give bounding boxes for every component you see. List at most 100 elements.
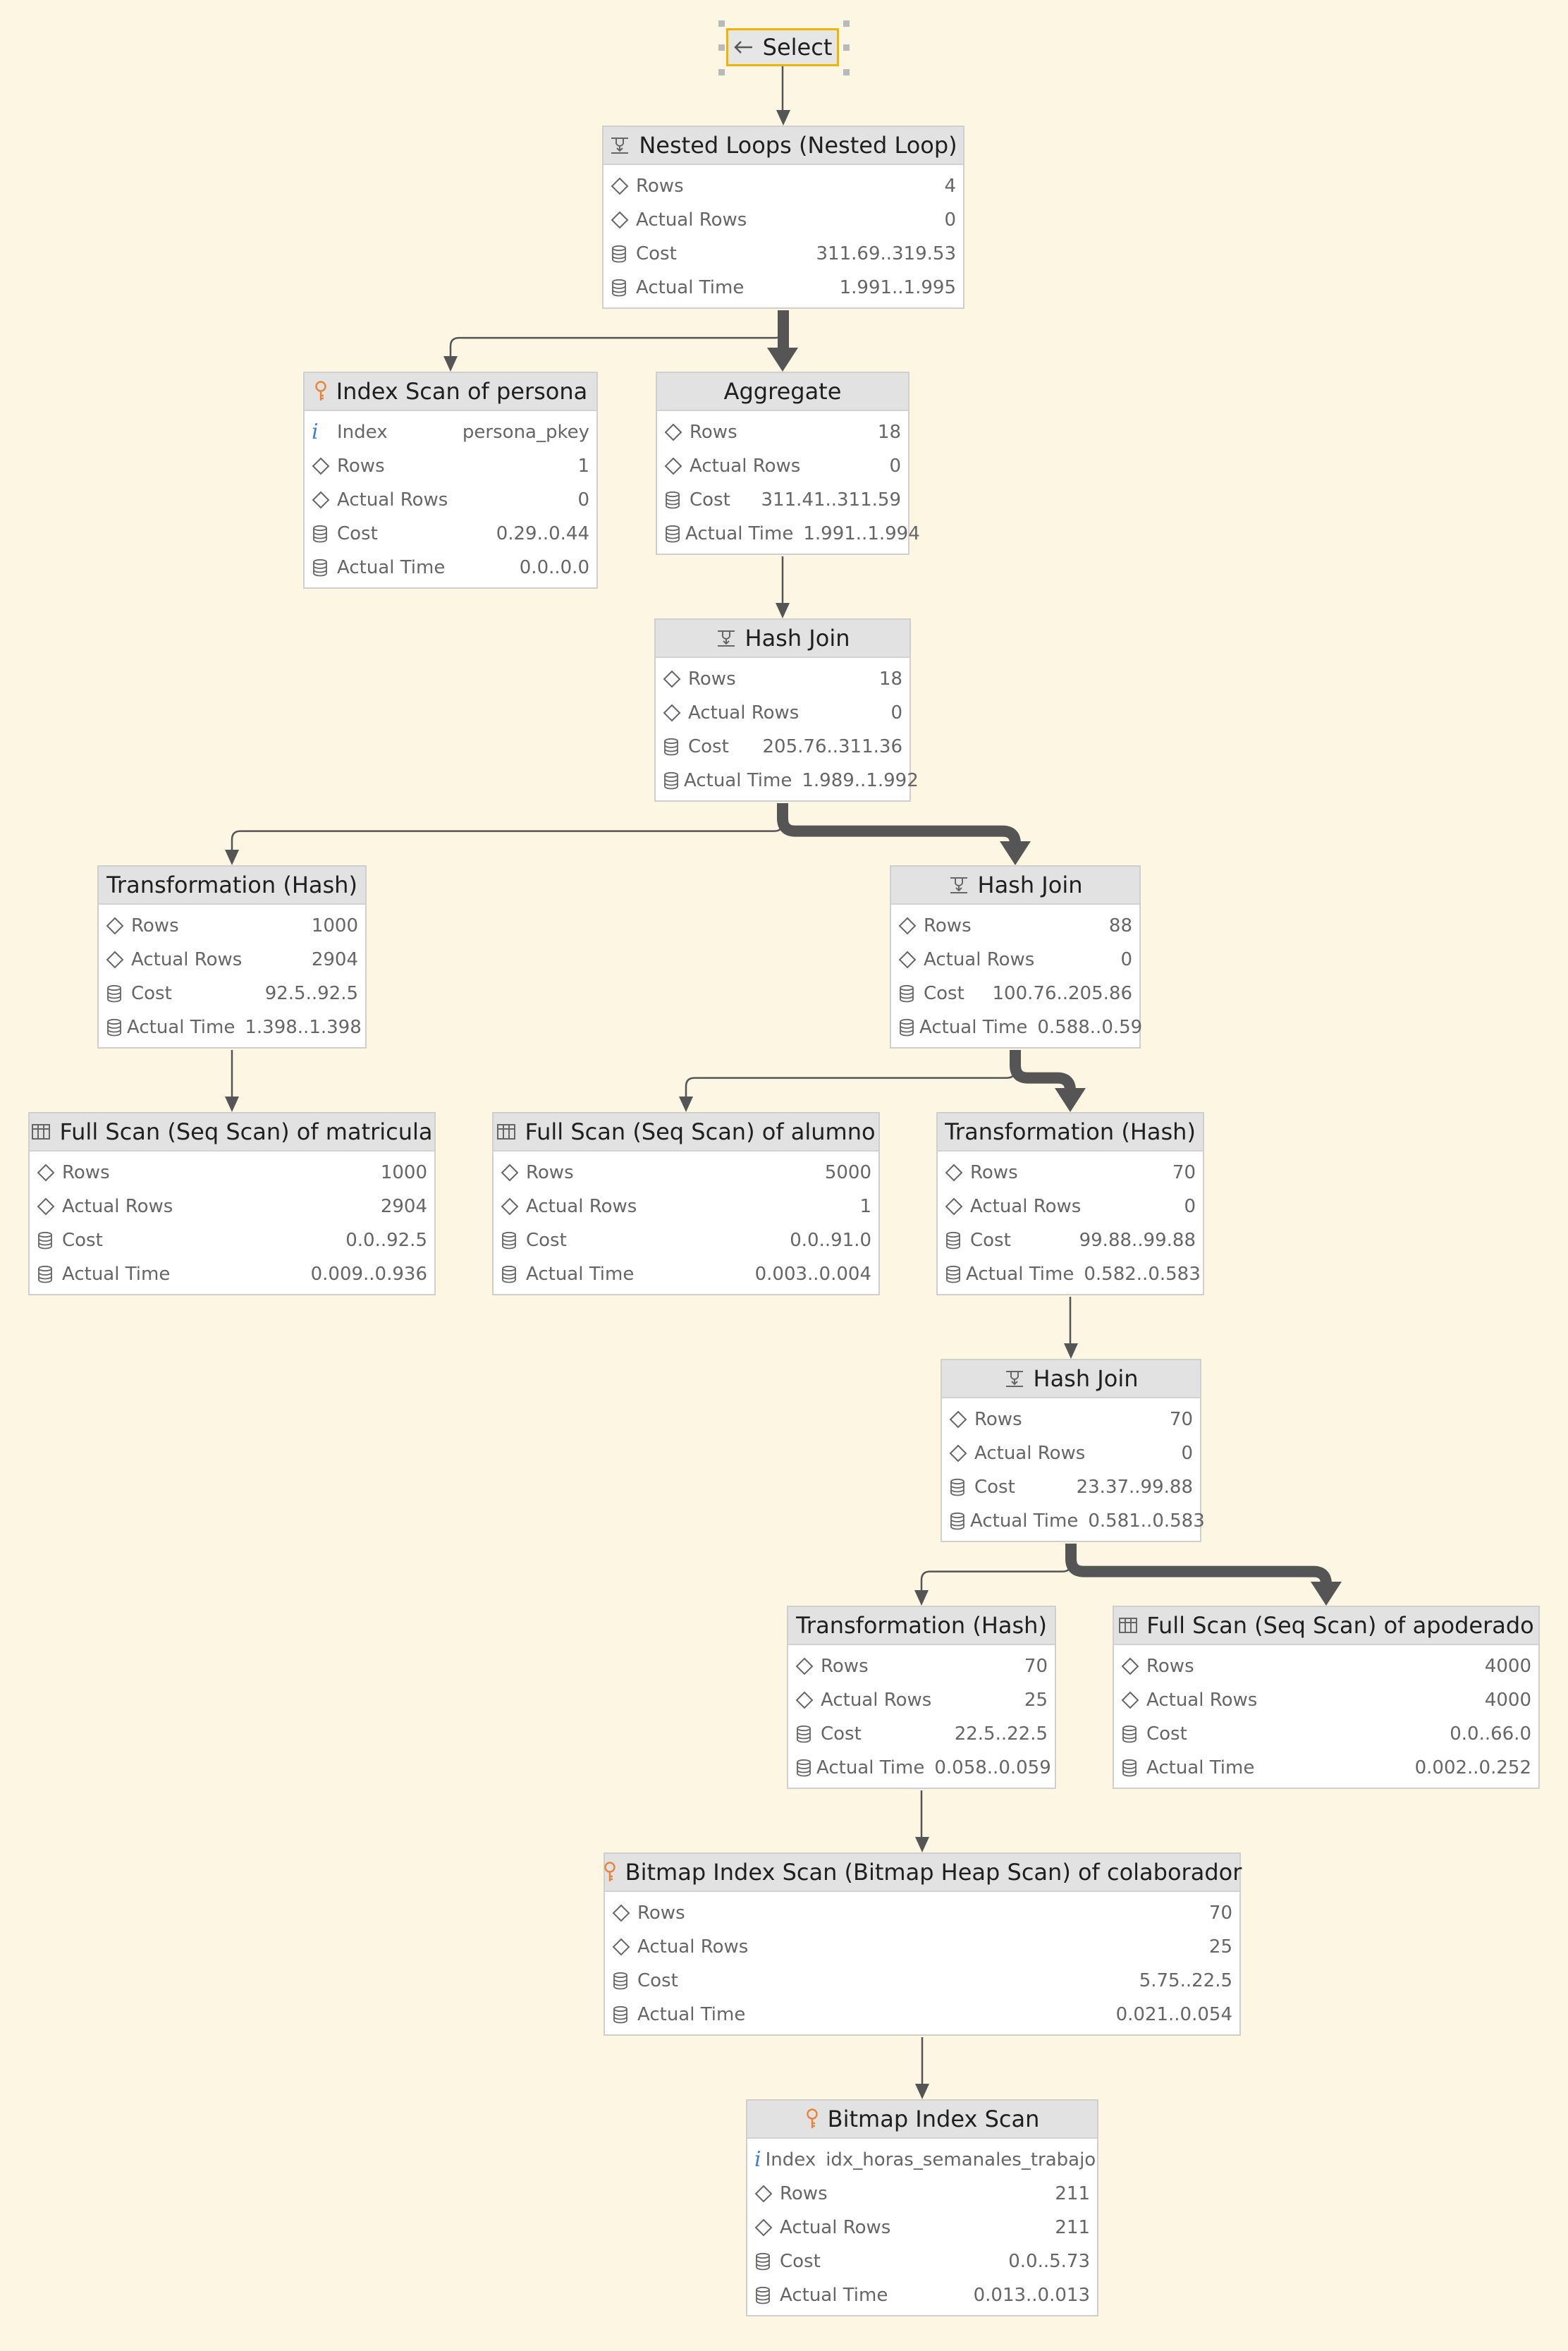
selection-handle[interactable]	[843, 69, 850, 75]
diamond-icon	[898, 951, 919, 969]
database-icon	[949, 1512, 966, 1530]
property-value: 1.989..1.992	[802, 770, 919, 791]
edge-line	[1010, 1050, 1076, 1092]
database-icon	[501, 1265, 522, 1283]
node-title: Hash Join	[745, 625, 850, 652]
property-value: 311.69..319.53	[816, 243, 956, 264]
property-label: Cost	[974, 1477, 1015, 1498]
diamond-icon	[312, 491, 333, 509]
property-value: idx_horas_semanales_trabajo	[826, 2149, 1096, 2170]
property-label: Actual Time	[684, 770, 792, 791]
edge-arrowhead	[767, 348, 798, 372]
property-label: Actual Rows	[690, 456, 801, 477]
diamond-icon	[501, 1197, 522, 1216]
property-value: 0.013..0.013	[973, 2285, 1090, 2306]
edge-arrowhead	[776, 110, 790, 126]
selection-handle[interactable]	[718, 20, 725, 27]
property-label: Cost	[337, 523, 378, 544]
property-value: 18	[878, 668, 902, 690]
property-value: 70	[1172, 1162, 1196, 1183]
property-label: Rows	[636, 176, 684, 197]
selection-handle[interactable]	[843, 20, 850, 27]
property-label: Actual Time	[966, 1264, 1074, 1285]
database-icon	[312, 525, 333, 543]
node-header: Transformation (Hash)	[788, 1607, 1055, 1645]
key-icon	[603, 1861, 617, 1883]
diamond-icon	[1121, 1691, 1142, 1709]
property-value: 0.003..0.004	[754, 1264, 871, 1285]
property-value: 99.88..99.88	[1079, 1230, 1196, 1251]
property-value: 0	[944, 209, 956, 231]
select-node[interactable]: Select	[726, 28, 839, 66]
diamond-icon	[1121, 1657, 1142, 1675]
property-label: Actual Rows	[1146, 1690, 1258, 1711]
property-label: Actual Time	[970, 1510, 1079, 1532]
key-icon	[805, 2108, 819, 2130]
diamond-icon	[612, 1938, 633, 1956]
diamond-icon	[106, 917, 127, 935]
select-label: Select	[762, 34, 833, 61]
property-value: 2904	[380, 1196, 427, 1217]
property-value: 0	[1120, 949, 1132, 970]
diamond-icon	[612, 1904, 633, 1922]
property-label: Actual Rows	[131, 949, 243, 970]
property-label: Cost	[690, 489, 730, 511]
property-value: 1.991..1.995	[839, 277, 956, 298]
property-label: Cost	[970, 1230, 1011, 1251]
node-property-row: Actual Rows 0	[898, 943, 1132, 977]
diamond-icon	[754, 2185, 776, 2203]
edge-arrowhead	[915, 2084, 929, 2099]
diamond-icon	[949, 1410, 970, 1429]
selection-handle[interactable]	[718, 44, 725, 51]
node-title: Index Scan of persona	[336, 378, 588, 405]
info-icon: i	[312, 420, 319, 444]
database-icon	[37, 1265, 58, 1283]
property-value: persona_pkey	[462, 422, 589, 443]
property-value: 70	[1208, 1903, 1232, 1924]
property-label: Rows	[970, 1162, 1018, 1183]
plan-node[interactable]: Bitmap Index Scan (Bitmap Heap Scan) of …	[603, 1852, 1242, 2036]
node-title: Hash Join	[1033, 1365, 1139, 1392]
property-label: Actual Rows	[924, 949, 1035, 970]
selection-handle[interactable]	[718, 69, 725, 75]
property-value: 4000	[1484, 1656, 1531, 1677]
selection-handle[interactable]	[843, 44, 850, 51]
property-label: Actual Time	[337, 557, 446, 578]
join-icon	[1004, 1369, 1025, 1388]
edge-arrowhead	[679, 1097, 693, 1112]
node-title: Hash Join	[977, 872, 1083, 898]
diamond-icon	[611, 177, 632, 195]
key-icon	[314, 380, 328, 403]
diamond-icon	[945, 1197, 966, 1216]
